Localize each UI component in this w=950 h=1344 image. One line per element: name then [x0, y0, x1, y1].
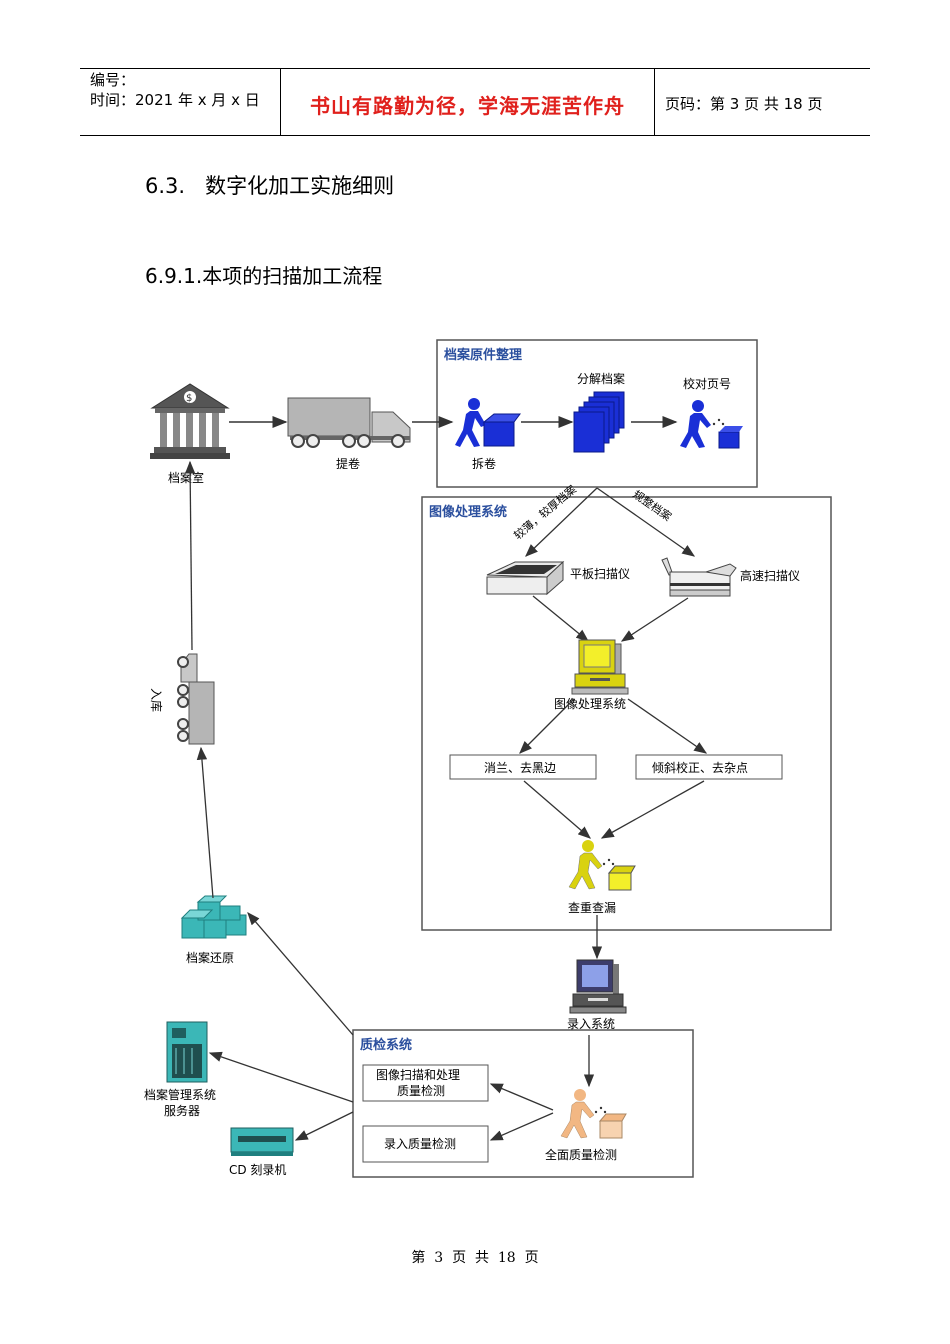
highspeed-scanner-icon [661, 557, 737, 597]
check-pages-label: 校对页号 [683, 376, 731, 391]
person-checking-icon [680, 400, 743, 449]
image-processing-computer-icon [571, 639, 629, 695]
header-bottom-rule [80, 135, 870, 136]
server-label-line1: 档案管理系统 [144, 1087, 216, 1102]
split-files-label: 分解档案 [577, 371, 625, 386]
server-icon [166, 1021, 208, 1083]
return-storage-label: 入库 [149, 688, 164, 712]
person-inspecting-icon [568, 840, 636, 891]
return-truck-icon [177, 653, 215, 745]
number-label: 编号： [90, 71, 136, 89]
time-label: 时间：2021 年 x 月 x 日 [90, 91, 260, 109]
subsection-title: 6.9.1.本项的扫描加工流程 [145, 264, 383, 288]
thin-thick-label: 较薄，较厚档案 [511, 482, 579, 542]
full-qc-label: 全面质量检测 [545, 1147, 617, 1162]
remove-border-box [449, 754, 597, 780]
qc-scan-line1: 图像扫描和处理 [376, 1068, 460, 1082]
unpack-label: 拆卷 [472, 456, 496, 471]
regular-label: 规整档案 [630, 487, 674, 524]
document-stack-icon [573, 391, 625, 453]
qc-entry-label: 录入质量检测 [384, 1136, 456, 1151]
truck-icon [287, 397, 411, 448]
deskew-box [635, 754, 783, 780]
qc-scan-line2: 质量检测 [397, 1083, 445, 1098]
header-page-info: 页码：第 3 页 共 18 页 [665, 95, 823, 113]
entry-computer-icon [569, 959, 627, 1014]
highspeed-label: 高速扫描仪 [740, 568, 800, 583]
box-sort-title: 档案原件整理 [444, 347, 522, 363]
person-unpacking-icon [455, 398, 521, 447]
restore-label: 档案还原 [186, 950, 234, 965]
bank-building-icon: $ [150, 383, 230, 459]
header-motto: 书山有路勤为径，学海无涯苦作舟 [310, 94, 625, 118]
deskew-label: 倾斜校正、去杂点 [652, 760, 748, 775]
qc-scan-box [362, 1064, 489, 1102]
cd-burner-icon [230, 1127, 294, 1156]
qc-sys-title: 质检系统 [360, 1037, 412, 1053]
image-sys-title: 图像处理系统 [429, 504, 507, 520]
flatbed-scanner-icon [486, 560, 565, 596]
cd-burner-label: CD 刻录机 [229, 1163, 286, 1177]
qc-entry-box [362, 1125, 489, 1163]
server-label-line2: 服务器 [164, 1103, 200, 1118]
svg-text:$: $ [186, 393, 192, 404]
check-missing-label: 查重查漏 [568, 901, 616, 915]
page-header: 编号： 时间：2021 年 x 月 x 日 书山有路勤为径，学海无涯苦作舟 页码… [80, 68, 870, 136]
archive-room-label: 档案室 [168, 470, 204, 485]
entry-sys-label: 录入系统 [567, 1017, 615, 1031]
page-footer: 第 3 页 共 18 页 [411, 1250, 539, 1266]
person-qc-icon [560, 1089, 627, 1139]
header-divider [280, 68, 281, 136]
section-title: 6.3. 数字化加工实施细则 [145, 174, 395, 198]
header-meta: 编号： 时间：2021 年 x 月 x 日 [90, 70, 260, 110]
remove-border-label: 消兰、去黑边 [484, 761, 556, 775]
qc-sys-frame [352, 1029, 694, 1178]
restore-cubes-icon [180, 895, 247, 939]
image-sys-frame [421, 496, 832, 931]
header-top-rule [80, 68, 870, 69]
pickup-label: 提卷 [336, 456, 360, 471]
flatbed-label: 平板扫描仪 [570, 567, 630, 581]
header-divider [654, 68, 655, 136]
box-sort-frame [436, 339, 758, 488]
